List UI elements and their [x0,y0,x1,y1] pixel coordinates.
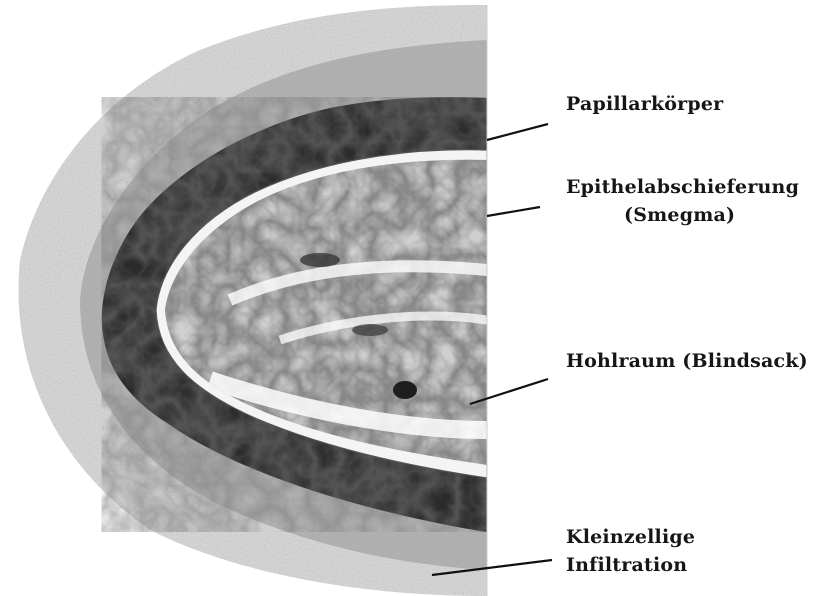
leader-line-epithel [487,207,540,216]
label-papillary-body: Papillarkörper [566,90,723,118]
label-epithelial-desquamation: Epithelabschieferung (Smegma) [566,173,799,229]
label-small-cell-infiltration: Kleinzellige Infiltration [566,523,695,579]
label-cavity: Hohlraum (Blindsack) [566,347,808,375]
label-klein-line1: Kleinzellige [566,523,695,551]
leader-line-papillar [487,124,548,140]
label-epithel-line1: Epithelabschieferung [566,173,799,201]
label-cavity-text: Hohlraum (Blindsack) [566,347,808,375]
label-klein-line2: Infiltration [566,551,695,579]
label-epithel-line2: (Smegma) [566,201,799,229]
label-papillary-body-text: Papillarkörper [566,90,723,118]
